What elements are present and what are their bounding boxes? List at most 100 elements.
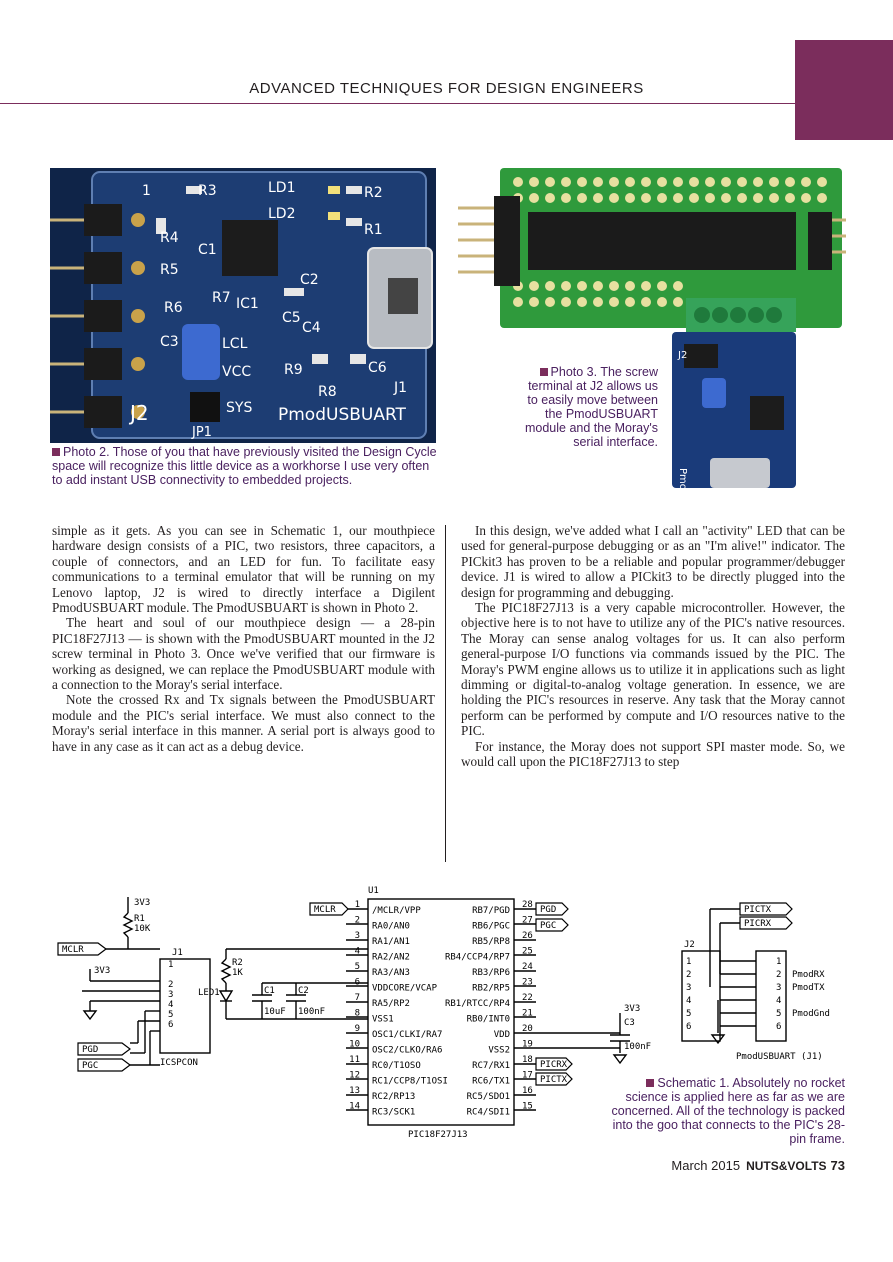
schematic-drawing: MCLR MCLR PGD PGC PGD PGC PICRX PICTX PI… [57, 886, 830, 1140]
pin-name: RB6/PGC [472, 922, 510, 932]
svg-text:J1: J1 [172, 948, 183, 958]
pin-name: RB0/INT0 [467, 1015, 510, 1025]
paragraph: In this design, we've added what I call … [461, 523, 845, 600]
pin-name: RA2/AN2 [372, 953, 410, 963]
svg-text:3: 3 [168, 990, 173, 1000]
svg-text:PIC18F27J13: PIC18F27J13 [408, 1130, 468, 1140]
svg-text:1: 1 [776, 957, 781, 967]
svg-text:2: 2 [168, 980, 173, 990]
pin-name: VSS2 [488, 1046, 510, 1056]
svg-text:5: 5 [168, 1010, 173, 1020]
schematic-1: MCLR MCLR PGD PGC PGD PGC PICRX PICTX PI… [50, 873, 850, 1153]
svg-text:1: 1 [142, 183, 151, 199]
svg-text:MCLR: MCLR [314, 905, 336, 915]
pin-number: 5 [355, 962, 360, 972]
pin-name: VDD [494, 1030, 510, 1040]
pin-number: 4 [355, 947, 360, 957]
svg-text:PmodRX: PmodRX [792, 970, 825, 980]
svg-text:100nF: 100nF [298, 1007, 325, 1017]
ic-left-pins: 1/MCLR/VPP2RA0/AN03RA1/AN14RA2/AN25RA3/A… [349, 900, 448, 1118]
svg-text:PICTX: PICTX [744, 905, 772, 915]
svg-text:IC1: IC1 [236, 296, 259, 312]
svg-text:2: 2 [686, 970, 691, 980]
photo-3: J2 PmodUSBUART [458, 168, 846, 490]
caption-square-icon [52, 448, 60, 456]
svg-text:1: 1 [686, 957, 691, 967]
svg-text:LCL: LCL [222, 336, 248, 352]
pin-name: RC3/SCK1 [372, 1108, 415, 1118]
svg-text:PmodUSBUART: PmodUSBUART [677, 468, 688, 490]
svg-text:PmodUSBUART: PmodUSBUART [278, 405, 407, 425]
svg-text:J2: J2 [684, 940, 695, 950]
svg-text:PICRX: PICRX [540, 1060, 568, 1070]
pin-number: 9 [355, 1024, 360, 1034]
svg-text:3V3: 3V3 [624, 1004, 640, 1014]
pin-number: 26 [522, 931, 533, 941]
svg-text:PICRX: PICRX [744, 919, 772, 929]
svg-text:PGC: PGC [540, 921, 556, 931]
ic-right-pins: 28RB7/PGD27RB6/PGC26RB5/RP825RB4/CCP4/RP… [445, 900, 533, 1118]
page-number: 73 [830, 1158, 845, 1173]
svg-text:5: 5 [776, 1009, 781, 1019]
svg-text:SYS: SYS [226, 400, 252, 416]
svg-text:PICTX: PICTX [540, 1075, 568, 1085]
svg-text:VCC: VCC [222, 364, 251, 380]
svg-text:C1: C1 [198, 242, 217, 258]
svg-text:3V3: 3V3 [94, 966, 110, 976]
svg-text:10uF: 10uF [264, 1007, 286, 1017]
svg-text:C2: C2 [300, 272, 319, 288]
pin-name: RB1/RTCC/RP4 [445, 999, 510, 1009]
photo-3-caption: Photo 3. The screw terminal at J2 allows… [516, 365, 658, 449]
pin-number: 6 [355, 978, 360, 988]
svg-text:U1: U1 [368, 886, 379, 896]
corner-color-tab [795, 40, 893, 140]
pin-name: /MCLR/VPP [372, 906, 421, 916]
svg-text:4: 4 [776, 996, 781, 1006]
pin-number: 13 [349, 1086, 360, 1096]
pin-number: 24 [522, 962, 533, 972]
svg-text:C2: C2 [298, 986, 309, 996]
svg-text:J2: J2 [128, 401, 149, 425]
svg-text:3: 3 [686, 983, 691, 993]
svg-text:6: 6 [168, 1020, 173, 1030]
photo-2-caption-text: Photo 2. Those of you that have previous… [52, 445, 437, 487]
pin-name: OSC1/CLKI/RA7 [372, 1030, 442, 1040]
svg-text:J2: J2 [677, 350, 687, 361]
svg-text:PmodUSBUART (J1): PmodUSBUART (J1) [736, 1052, 823, 1062]
svg-text:ICSPCON: ICSPCON [160, 1058, 198, 1068]
pin-number: 15 [522, 1102, 533, 1112]
svg-text:C4: C4 [302, 320, 321, 336]
paragraph: simple as it gets. As you can see in Sch… [52, 523, 435, 616]
svg-text:LED1: LED1 [198, 988, 220, 998]
pin-name: RB5/RP8 [472, 937, 510, 947]
pin-name: VSS1 [372, 1015, 394, 1025]
paragraph: The heart and soul of our mouthpiece des… [52, 615, 435, 693]
pin-name: RA3/AN3 [372, 968, 410, 978]
pin-number: 20 [522, 1024, 533, 1034]
svg-text:C1: C1 [264, 986, 275, 996]
pin-name: RB3/RP6 [472, 968, 510, 978]
svg-text:LD2: LD2 [268, 206, 296, 222]
schematic-caption: Schematic 1. Absolutely no rocket scienc… [605, 1076, 845, 1146]
svg-text:MCLR: MCLR [62, 945, 84, 955]
pin-number: 1 [355, 900, 360, 910]
svg-text:10K: 10K [134, 924, 151, 934]
pin-name: RA5/RP2 [372, 999, 410, 1009]
svg-text:R5: R5 [160, 262, 179, 278]
pin-number: 10 [349, 1040, 360, 1050]
section-header: ADVANCED TECHNIQUES FOR DESIGN ENGINEERS [249, 80, 644, 97]
photo-2-caption: Photo 2. Those of you that have previous… [52, 445, 437, 487]
pin-name: RC5/SDO1 [467, 1092, 510, 1102]
svg-text:PGC: PGC [82, 1061, 98, 1071]
paragraph: Note the crossed Rx and Tx signals betwe… [52, 692, 435, 754]
pin-name: RC1/CCP8/T1OSI [372, 1077, 448, 1087]
svg-text:C3: C3 [160, 334, 179, 350]
svg-text:R1: R1 [134, 914, 145, 924]
right-column: In this design, we've added what I call … [461, 523, 845, 770]
pin-name: RC2/RP13 [372, 1092, 415, 1102]
caption-square-icon [539, 368, 548, 376]
svg-text:6: 6 [686, 1022, 691, 1032]
photo-2: 1 R3 LD1 R2 LD2 R1 R4 C1 R5 C2 R6 R7 IC1… [50, 168, 436, 443]
svg-text:C5: C5 [282, 310, 301, 326]
